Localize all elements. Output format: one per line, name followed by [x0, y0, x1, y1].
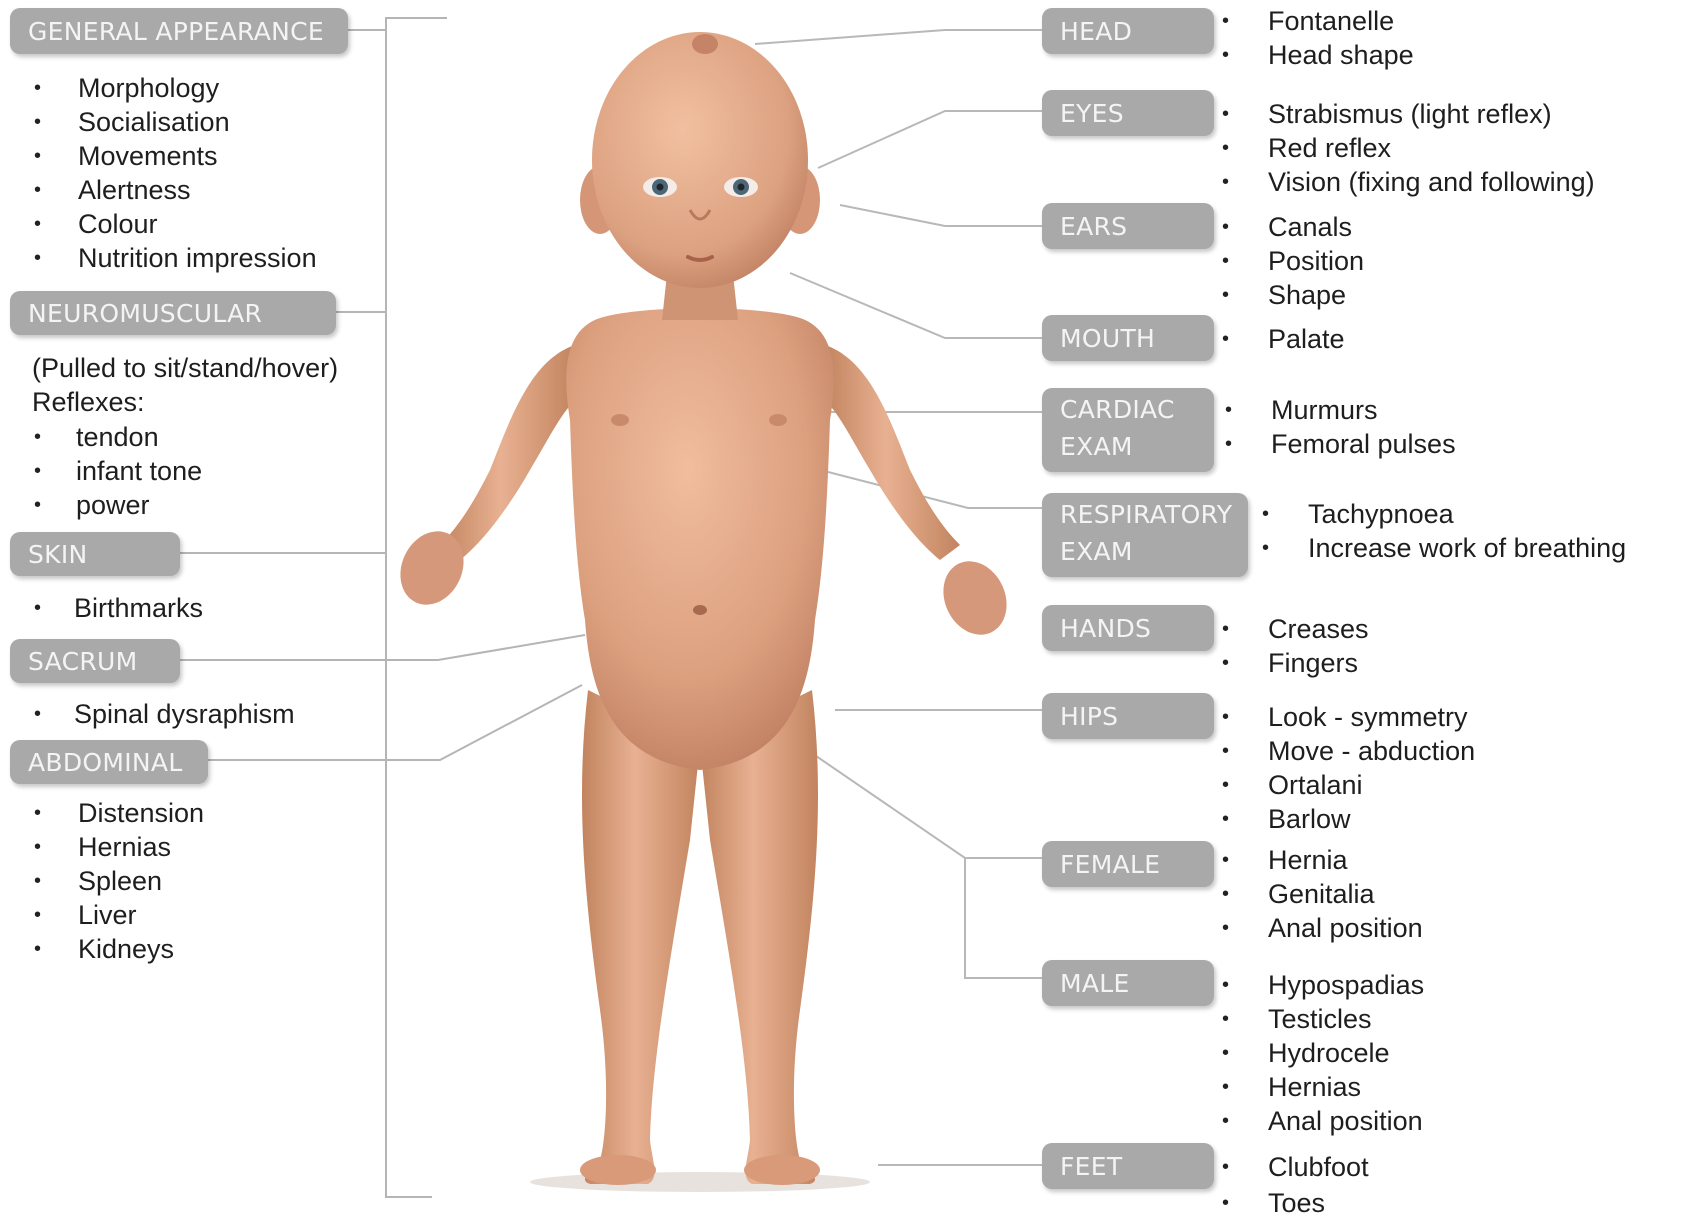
fontanelle-mark	[692, 34, 718, 54]
general-appearance-list: Morphology Socialisation Movements Alert…	[34, 71, 317, 275]
list-item: Testicles	[1222, 1002, 1424, 1036]
cardiac-label-line: EXAM	[1060, 428, 1133, 465]
list-item: Distension	[34, 796, 204, 830]
list-item: Hydrocele	[1222, 1036, 1424, 1070]
cardiac-label-line: CARDIAC	[1060, 391, 1175, 428]
label-respiratory-exam: RESPIRATORY EXAM	[1042, 493, 1248, 577]
hands-list: Creases Fingers	[1222, 612, 1369, 680]
torso	[566, 308, 834, 770]
abdominal-list: Distension Hernias Spleen Liver Kidneys	[34, 796, 204, 966]
list-item: Movements	[34, 139, 317, 173]
list-item: Increase work of breathing	[1262, 531, 1626, 565]
label-head: HEAD	[1042, 8, 1214, 54]
list-item: Socialisation	[34, 105, 317, 139]
list-item: Hernias	[1222, 1070, 1424, 1104]
respiratory-label-line: RESPIRATORY	[1060, 496, 1232, 533]
label-mouth: MOUTH	[1042, 315, 1214, 361]
list-item: tendon	[34, 420, 202, 454]
skin-list: Birthmarks	[34, 591, 203, 625]
list-item: Shape	[1222, 278, 1364, 312]
list-item: Barlow	[1222, 802, 1475, 836]
label-neuromuscular: NEUROMUSCULAR	[10, 291, 336, 335]
head-list: Fontanelle Head shape	[1222, 4, 1414, 72]
label-hips: HIPS	[1042, 693, 1214, 739]
label-skin: SKIN	[10, 532, 180, 576]
list-item: Position	[1222, 244, 1364, 278]
list-item: Murmurs	[1225, 393, 1456, 427]
list-item: Anal position	[1222, 1104, 1424, 1138]
list-item: Creases	[1222, 612, 1369, 646]
list-item: Vision (fixing and following)	[1222, 165, 1595, 199]
respiratory-label-line: EXAM	[1060, 533, 1133, 570]
label-ears: EARS	[1042, 203, 1214, 249]
male-list: Hypospadias Testicles Hydrocele Hernias …	[1222, 968, 1424, 1138]
feet-list: Clubfoot Toes	[1222, 1150, 1369, 1222]
list-item: Birthmarks	[34, 591, 203, 625]
list-item: power	[34, 488, 202, 522]
list-item: Anal position	[1222, 911, 1423, 945]
list-item: Genitalia	[1222, 877, 1423, 911]
infant-figure	[389, 32, 1018, 1192]
list-item: Morphology	[34, 71, 317, 105]
label-feet: FEET	[1042, 1143, 1214, 1189]
list-item: Tachypnoea	[1262, 497, 1626, 531]
list-item: Femoral pulses	[1225, 427, 1456, 461]
list-item: Kidneys	[34, 932, 204, 966]
list-item: Toes	[1222, 1184, 1369, 1222]
label-hands: HANDS	[1042, 605, 1214, 651]
left-arm	[440, 345, 575, 560]
neuromuscular-note-pulled: (Pulled to sit/stand/hover)	[32, 351, 338, 385]
list-item: Fontanelle	[1222, 4, 1414, 38]
list-item: Palate	[1222, 322, 1345, 356]
list-item: Canals	[1222, 210, 1364, 244]
neuromuscular-note-reflexes: Reflexes:	[32, 385, 145, 419]
female-list: Hernia Genitalia Anal position	[1222, 843, 1423, 945]
list-item: Hernias	[34, 830, 204, 864]
list-item: Ortalani	[1222, 768, 1475, 802]
label-sacrum: SACRUM	[10, 639, 180, 683]
label-general-appearance: GENERAL APPEARANCE	[10, 8, 348, 54]
list-item: Hernia	[1222, 843, 1423, 877]
sacrum-list: Spinal dysraphism	[34, 697, 295, 731]
ears-list: Canals Position Shape	[1222, 210, 1364, 312]
label-cardiac-exam: CARDIAC EXAM	[1042, 388, 1214, 472]
respiratory-list: Tachypnoea Increase work of breathing	[1262, 497, 1626, 565]
cardiac-list: Murmurs Femoral pulses	[1225, 393, 1456, 461]
label-eyes: EYES	[1042, 90, 1214, 136]
list-item: Strabismus (light reflex)	[1222, 97, 1595, 131]
list-item: Colour	[34, 207, 317, 241]
list-item: Red reflex	[1222, 131, 1595, 165]
eyes-list: Strabismus (light reflex) Red reflex Vis…	[1222, 97, 1595, 199]
list-item: Nutrition impression	[34, 241, 317, 275]
list-item: Alertness	[34, 173, 317, 207]
list-item: Hypospadias	[1222, 968, 1424, 1002]
neuromuscular-list: tendon infant tone power	[34, 420, 202, 522]
label-abdominal: ABDOMINAL	[10, 740, 208, 784]
list-item: Liver	[34, 898, 204, 932]
list-item: Move - abduction	[1222, 734, 1475, 768]
label-male: MALE	[1042, 960, 1214, 1006]
right-arm	[825, 345, 960, 560]
list-item: Clubfoot	[1222, 1150, 1369, 1184]
list-item: Spinal dysraphism	[34, 697, 295, 731]
head	[592, 32, 808, 288]
label-female: FEMALE	[1042, 841, 1214, 887]
list-item: Look - symmetry	[1222, 700, 1475, 734]
list-item: Fingers	[1222, 646, 1369, 680]
list-item: infant tone	[34, 454, 202, 488]
hips-list: Look - symmetry Move - abduction Ortalan…	[1222, 700, 1475, 836]
list-item: Spleen	[34, 864, 204, 898]
mouth-list: Palate	[1222, 322, 1345, 356]
list-item: Head shape	[1222, 38, 1414, 72]
